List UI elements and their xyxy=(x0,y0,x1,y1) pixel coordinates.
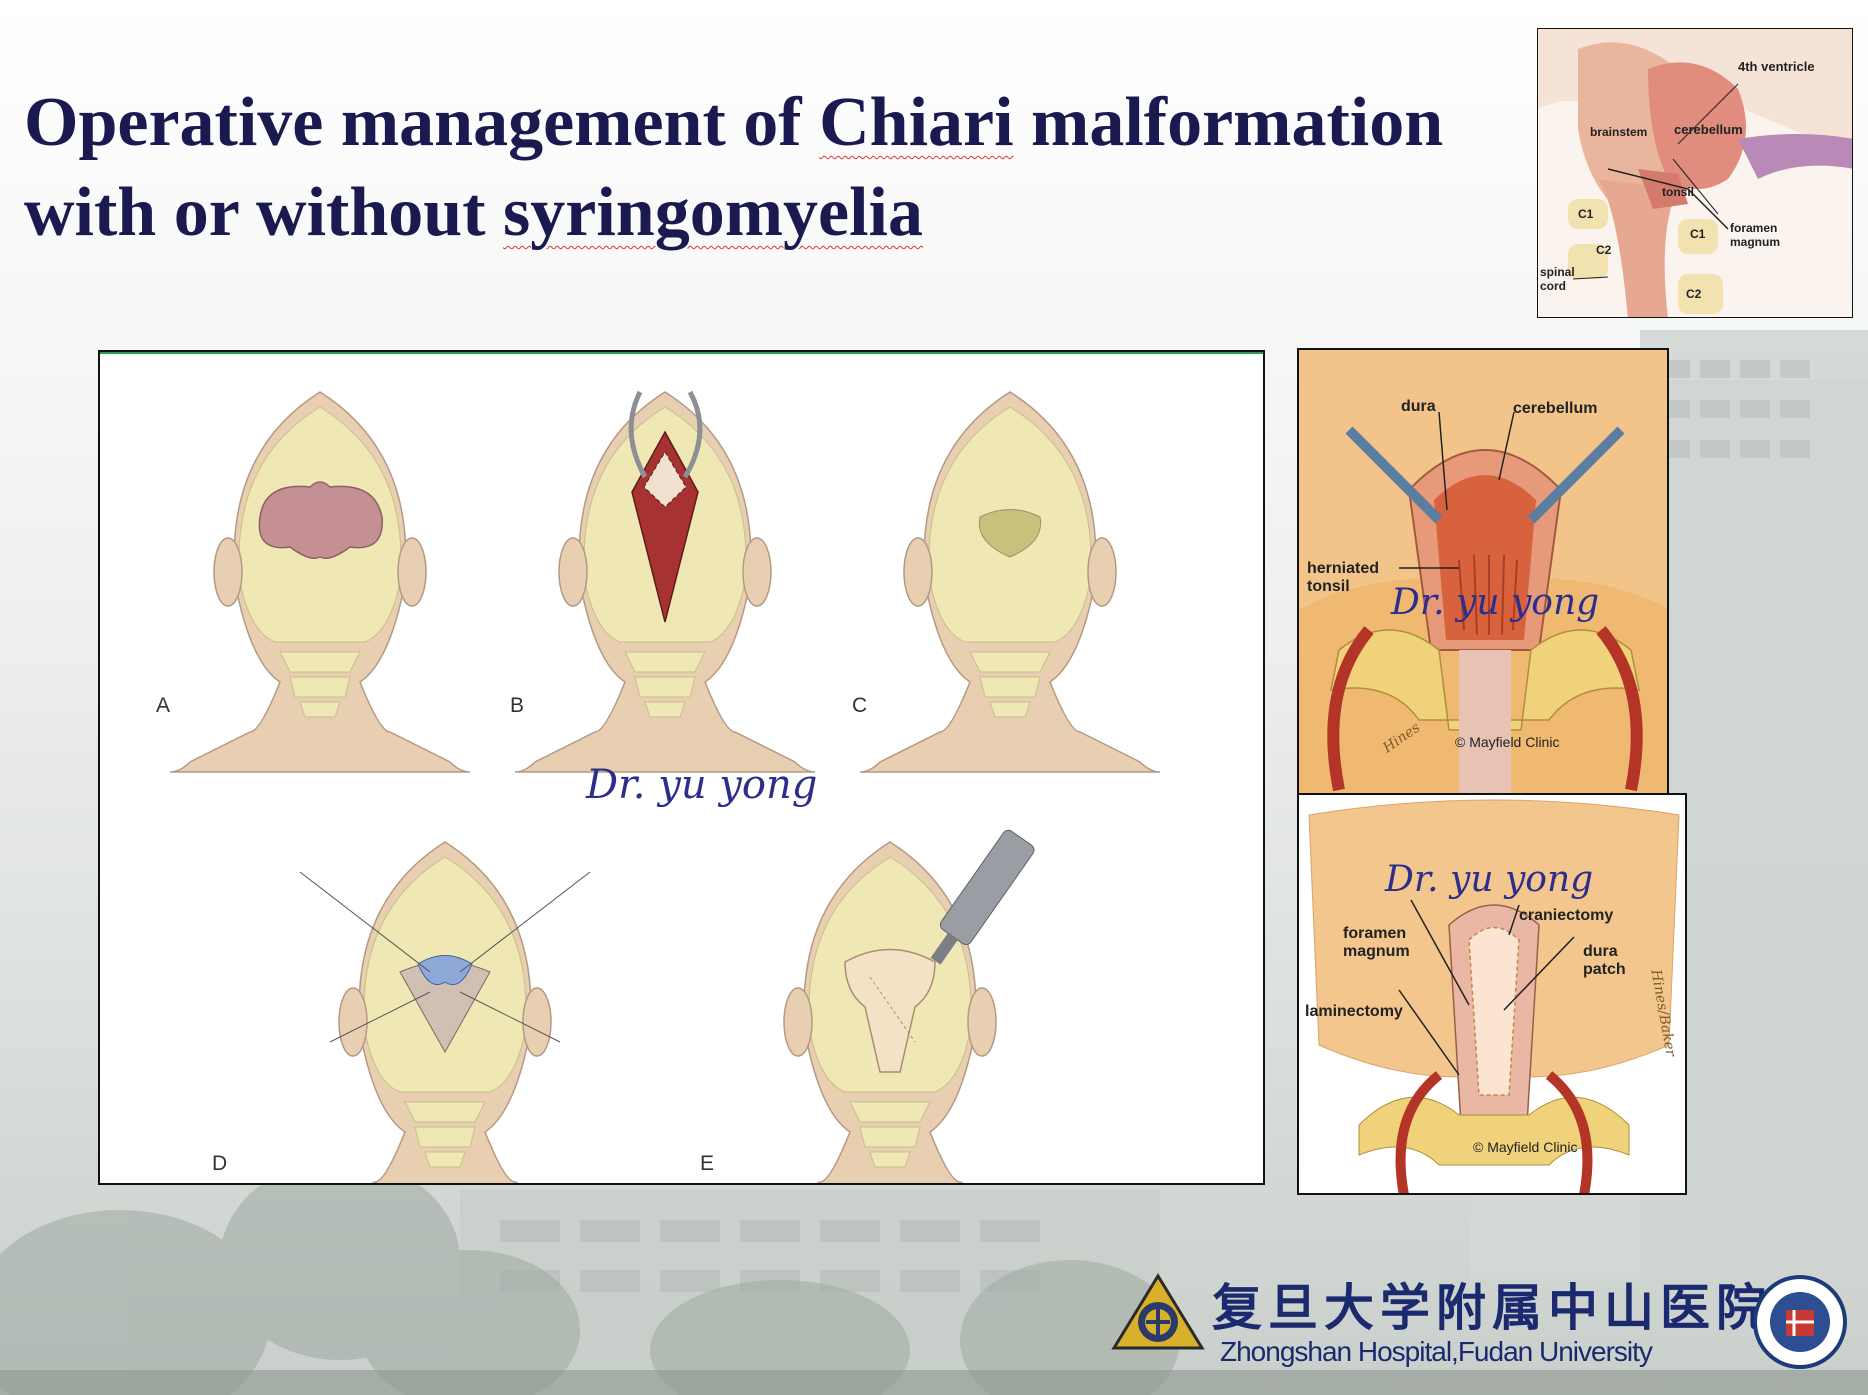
label-tonsil: tonsil xyxy=(1662,185,1694,199)
dura-opening-figure: dura cerebellum herniated tonsil Dr. yu … xyxy=(1297,348,1669,796)
label-herniated-tonsil: herniated tonsil xyxy=(1307,560,1380,595)
label-c2-right: C2 xyxy=(1686,287,1702,301)
credit-mayfield-patch: © Mayfield Clinic xyxy=(1473,1139,1578,1155)
credit-mayfield-dura: © Mayfield Clinic xyxy=(1455,734,1560,750)
panel-label-a: A xyxy=(156,694,171,717)
label-craniectomy: craniectomy xyxy=(1519,907,1614,924)
dura-patch-drawing xyxy=(1299,795,1685,1193)
label-foramen-magnum: foramen magnum xyxy=(1343,925,1410,960)
label-laminectomy: laminectomy xyxy=(1305,1003,1403,1020)
hospital-name-english: Zhongshan Hospital,Fudan University xyxy=(1220,1336,1653,1367)
label-c2-left: C2 xyxy=(1596,243,1612,257)
panel-label-b: B xyxy=(510,694,525,717)
watermark-dura: Dr. yu yong xyxy=(1391,582,1600,623)
surgical-steps-drawing xyxy=(100,352,1263,1183)
hospital-name-chinese: 复旦大学附属中山医院 xyxy=(1212,1278,1772,1337)
anatomy-inset-figure: 4th ventricle brainstem cerebellum tonsi… xyxy=(1537,28,1853,318)
anatomy-inset-drawing xyxy=(1538,29,1852,317)
label-spinal-cord: spinal cord xyxy=(1540,265,1575,293)
dura-patch-figure: Dr. yu yong craniectomy foramen magnum d… xyxy=(1297,793,1687,1195)
title-line1-post: malformation xyxy=(1013,84,1444,161)
panel-label-d: D xyxy=(212,1152,228,1175)
label-cerebellum: cerebellum xyxy=(1513,400,1598,417)
label-brainstem: brainstem xyxy=(1590,125,1648,139)
label-c1-right: C1 xyxy=(1690,227,1706,241)
watermark-patch: Dr. yu yong xyxy=(1385,859,1594,900)
panel-label-c: C xyxy=(852,694,868,717)
label-c1-left: C1 xyxy=(1578,207,1594,221)
fudan-university-seal-icon xyxy=(1753,1275,1847,1369)
label-foramen-magnum-inset: foramen magnum xyxy=(1730,221,1781,249)
title-line1-pre: Operative management of xyxy=(24,84,820,161)
label-cerebellum-inset: cerebellum xyxy=(1674,122,1743,137)
label-dura: dura xyxy=(1401,398,1436,415)
dura-opening-drawing xyxy=(1299,350,1667,794)
label-dura-patch: dura patch xyxy=(1583,943,1626,978)
watermark-surgical: Dr. yu yong xyxy=(586,762,818,808)
zhongshan-hospital-logo-icon xyxy=(1111,1273,1205,1350)
surgical-steps-figure: A B C D E Dr. yu yong xyxy=(98,350,1265,1185)
label-4th-ventricle: 4th ventricle xyxy=(1738,59,1815,74)
title-word-syringomyelia: syringomyelia xyxy=(503,174,923,251)
title-word-chiari: Chiari xyxy=(819,84,1014,161)
title-line2-pre: with or without xyxy=(24,174,504,251)
panel-label-e: E xyxy=(700,1152,715,1175)
slide-title: Operative management of Chiari malformat… xyxy=(24,78,1443,258)
